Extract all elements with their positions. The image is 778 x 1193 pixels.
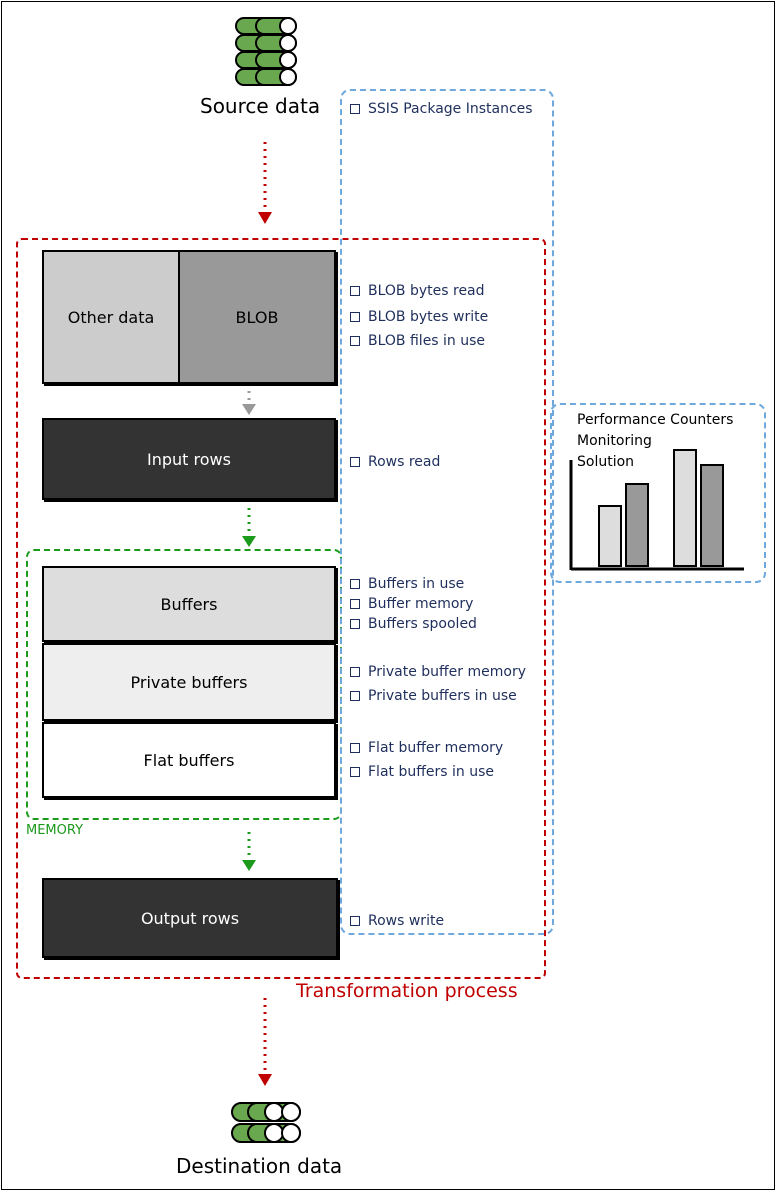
checkbox-icon [350, 767, 360, 777]
checkbox-icon [350, 104, 360, 114]
counter-flat-buffer-memory: Flat buffer memory [350, 740, 503, 756]
destination-data-label: Destination data [176, 1154, 343, 1178]
source-data-label: Source data [200, 94, 321, 118]
checkbox-icon [350, 286, 360, 296]
counter-buffer-memory: Buffer memory [350, 596, 473, 612]
monitoring-solution-panel [550, 403, 766, 583]
counter-ssis-package-instances: SSIS Package Instances [350, 101, 533, 117]
private-buffers-box: Private buffers [42, 643, 336, 721]
monitoring-title-line: Performance Counters [577, 412, 734, 428]
destination-database-icon [231, 1102, 301, 1143]
checkbox-icon [350, 916, 360, 926]
counter-blob-files-in-use: BLOB files in use [350, 333, 485, 349]
buffers-label: Buffers [160, 594, 218, 614]
flat-buffers-box: Flat buffers [42, 722, 336, 798]
counter-buffers-in-use: Buffers in use [350, 576, 464, 592]
source-database-icon [235, 17, 297, 86]
checkbox-icon [350, 457, 360, 467]
counter-private-buffers-in-use: Private buffers in use [350, 688, 517, 704]
output-rows-box: Output rows [42, 878, 338, 958]
counter-buffers-spooled: Buffers spooled [350, 616, 477, 632]
input-rows-box: Input rows [42, 418, 336, 500]
monitoring-title-line: Solution [577, 454, 635, 470]
counter-blob-bytes-read: BLOB bytes read [350, 283, 485, 299]
transformation-region [16, 238, 546, 979]
other-data-box: Other data [42, 250, 180, 384]
counter-rows-read: Rows read [350, 454, 440, 470]
blob-box: BLOB [178, 250, 336, 384]
bar-chart-icon [569, 449, 744, 571]
checkbox-icon [350, 312, 360, 322]
checkbox-icon [350, 579, 360, 589]
other-data-label: Other data [67, 307, 155, 327]
checkbox-icon [350, 599, 360, 609]
checkbox-icon [350, 667, 360, 677]
blob-label: BLOB [235, 307, 279, 327]
counter-private-buffer-memory: Private buffer memory [350, 664, 526, 680]
counter-rows-write: Rows write [350, 913, 444, 929]
monitoring-title-line: Monitoring [577, 433, 652, 449]
input-rows-label: Input rows [147, 449, 231, 469]
output-rows-label: Output rows [140, 908, 240, 928]
private-buffers-label: Private buffers [130, 672, 248, 692]
monitoring-solution-title: Performance Counters Monitoring Solution [577, 410, 733, 473]
counters-region [340, 89, 554, 935]
checkbox-icon [350, 619, 360, 629]
counter-flat-buffers-in-use: Flat buffers in use [350, 764, 494, 780]
transformation-label: Transformation process [296, 980, 518, 1002]
checkbox-icon [350, 691, 360, 701]
counter-blob-bytes-write: BLOB bytes write [350, 309, 488, 325]
buffers-box: Buffers [42, 566, 336, 642]
flat-buffers-label: Flat buffers [143, 750, 235, 770]
checkbox-icon [350, 743, 360, 753]
memory-label: MEMORY [26, 823, 84, 838]
checkbox-icon [350, 336, 360, 346]
